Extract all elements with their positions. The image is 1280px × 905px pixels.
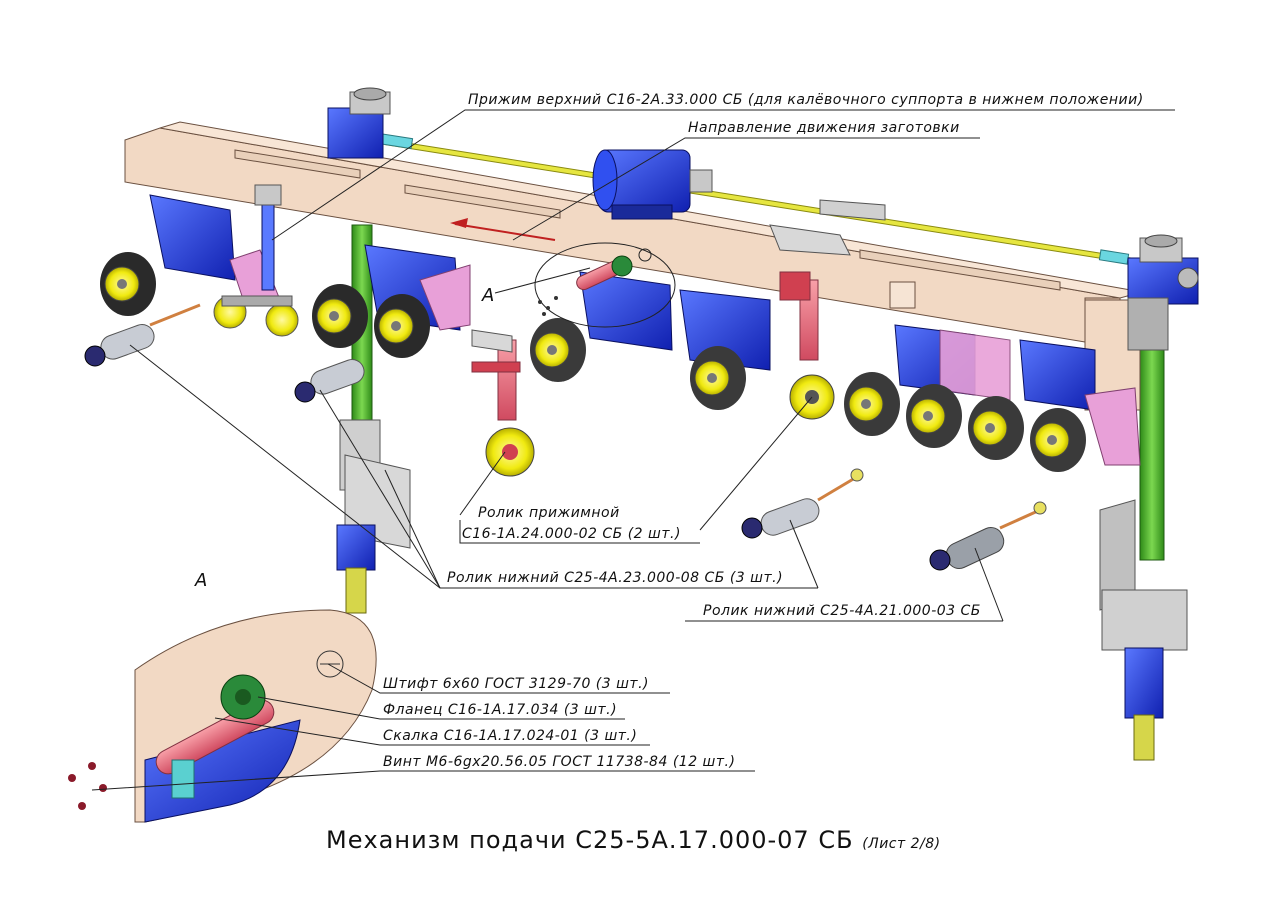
detail-view-a <box>68 609 377 823</box>
view-label-a: А <box>195 570 208 591</box>
clamp-rod-pin <box>576 255 633 291</box>
callout-lower-roller-23: Ролик нижний С25-4А.23.000-08 СБ (3 шт.) <box>447 570 784 586</box>
view-marker-a: А <box>482 285 495 306</box>
motor <box>592 149 713 220</box>
lower-roller-23-c <box>741 468 864 539</box>
detail-callout-screw: Винт М6-6gх20.56.05 ГОСТ 11738-84 (12 шт… <box>383 754 736 770</box>
roller-6 <box>844 372 900 436</box>
lower-roller-23-b <box>294 359 365 403</box>
callout-lower-roller-21: Ролик нижний С25-4А.21.000-03 СБ <box>703 603 981 619</box>
lower-roller-21 <box>929 501 1047 571</box>
drive-shaft <box>376 132 1141 265</box>
title-text: Механизм подачи С25-5А.17.000-07 СБ <box>326 826 854 854</box>
pressure-roller-left <box>471 329 535 477</box>
right-column <box>1084 297 1188 761</box>
callout-direction: Направление движения заготовки <box>688 120 960 136</box>
roller-8 <box>968 396 1024 460</box>
roller-7 <box>906 384 962 448</box>
beam-bracket <box>769 199 886 256</box>
roller-2 <box>312 284 368 348</box>
gearbox-right <box>1127 234 1199 305</box>
roller-3 <box>374 294 430 358</box>
callout-pressure-roller-line1: Ролик прижимной <box>478 505 620 521</box>
knurled-rollers <box>100 252 1086 472</box>
gearbox-left <box>327 87 391 159</box>
roller-5 <box>690 346 746 410</box>
leader-lines <box>91 109 1175 791</box>
roller-1 <box>100 252 156 316</box>
lower-roller-23-a <box>84 303 201 367</box>
detail-marker-outline <box>534 242 676 328</box>
roller-4 <box>530 318 586 382</box>
detail-callout-pin: Штифт 6х60 ГОСТ 3129-70 (3 шт.) <box>383 676 649 692</box>
detail-callout-flange: Фланец С16-1А.17.034 (3 шт.) <box>383 702 618 718</box>
callout-top-clamp: Прижим верхний С16-2А.33.000 СБ (для кал… <box>468 92 1144 108</box>
callout-pressure-roller-line2: С16-1А.24.000-02 СБ (2 шт.) <box>462 526 681 542</box>
sheet-number: (Лист 2/8) <box>862 836 941 852</box>
drawing-title: Механизм подачи С25-5А.17.000-07 СБ (Лис… <box>326 826 941 854</box>
detail-callout-rod: Скалка С16-1А.17.024-01 (3 шт.) <box>383 728 638 744</box>
roller-9 <box>1030 408 1086 472</box>
guide-rollers <box>213 184 299 337</box>
